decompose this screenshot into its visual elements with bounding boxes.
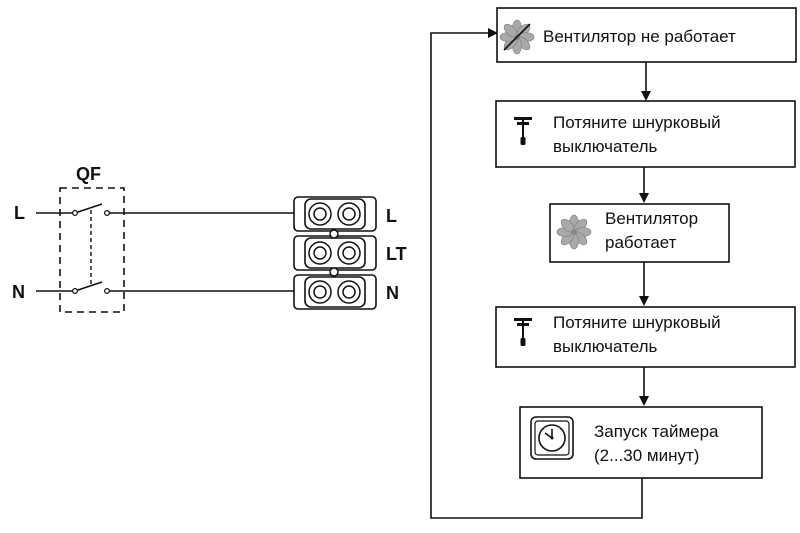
flow-step-pull-cord-1: Потяните шнурковый выключатель: [495, 100, 796, 168]
step-text: Потяните шнурковый: [553, 313, 721, 332]
terminal-label: L: [386, 206, 397, 226]
fan-crossed-icon: [499, 19, 535, 55]
step-text: (2...30 минут): [594, 446, 699, 465]
terminal-screws: [308, 202, 361, 304]
neutral-input-label: N: [12, 282, 25, 302]
flowchart: Вентилятор не работает Потяните шнурковы…: [430, 7, 797, 519]
flow-step-timer-start: Запуск таймера (2...30 минут): [519, 406, 763, 479]
line-input-label: L: [14, 203, 25, 223]
breaker-contact: [103, 210, 110, 217]
step-text: Запуск таймера: [594, 422, 719, 441]
step-text: работает: [605, 233, 677, 252]
terminal-label: N: [386, 283, 399, 303]
step-text: Вентилятор: [605, 209, 698, 228]
step-text: выключатель: [553, 337, 658, 356]
flow-step-fan-not-working: Вентилятор не работает: [496, 7, 797, 63]
breaker-contact: [71, 288, 78, 295]
step-text: Вентилятор не работает: [543, 27, 736, 46]
line-wire: [36, 203, 296, 214]
step-text: выключатель: [553, 137, 658, 156]
terminal-label: LT: [386, 244, 407, 264]
flow-step-fan-working: Вентилятор работает: [549, 203, 730, 263]
flow-step-pull-cord-2: Потяните шнурковый выключатель: [495, 306, 796, 368]
circuit-breaker-box: [59, 187, 125, 313]
breaker-contact: [71, 210, 78, 217]
clock-icon: [530, 416, 574, 460]
wiring-diagram: L N QF: [12, 164, 407, 313]
terminal-block: [293, 196, 377, 310]
loop-back-arrow: [430, 28, 643, 519]
step-text: Потяните шнурковый: [553, 113, 721, 132]
neutral-wire: [36, 281, 296, 292]
breaker-contact: [103, 288, 110, 295]
fan-icon: [556, 214, 592, 250]
breaker-label: QF: [76, 164, 101, 184]
